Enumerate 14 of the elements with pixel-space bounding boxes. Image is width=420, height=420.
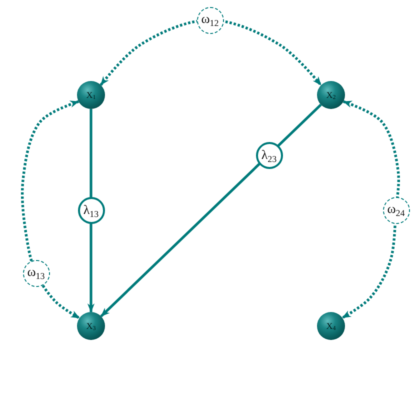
- arrow: [20, 100, 80, 320]
- arrow: [342, 100, 400, 319]
- sphere-node: X$_{4}$: [317, 312, 345, 340]
- sphere-node: X$_{2}$: [317, 81, 345, 109]
- edge-label: ω$_{24}$: [382, 196, 410, 224]
- arrow: [100, 104, 322, 318]
- arrow: [87, 109, 95, 312]
- sphere-node: X$_{3}$: [77, 312, 105, 340]
- sphere-node: X$_{1}$: [77, 81, 105, 109]
- edge-label: ω$_{12}$: [196, 6, 224, 34]
- edge-label: λ$_{23}$: [256, 142, 282, 168]
- edge-label: λ$_{13}$: [78, 196, 104, 224]
- arrow: [100, 18, 322, 86]
- edge-label: ω$_{13}$: [22, 260, 50, 286]
